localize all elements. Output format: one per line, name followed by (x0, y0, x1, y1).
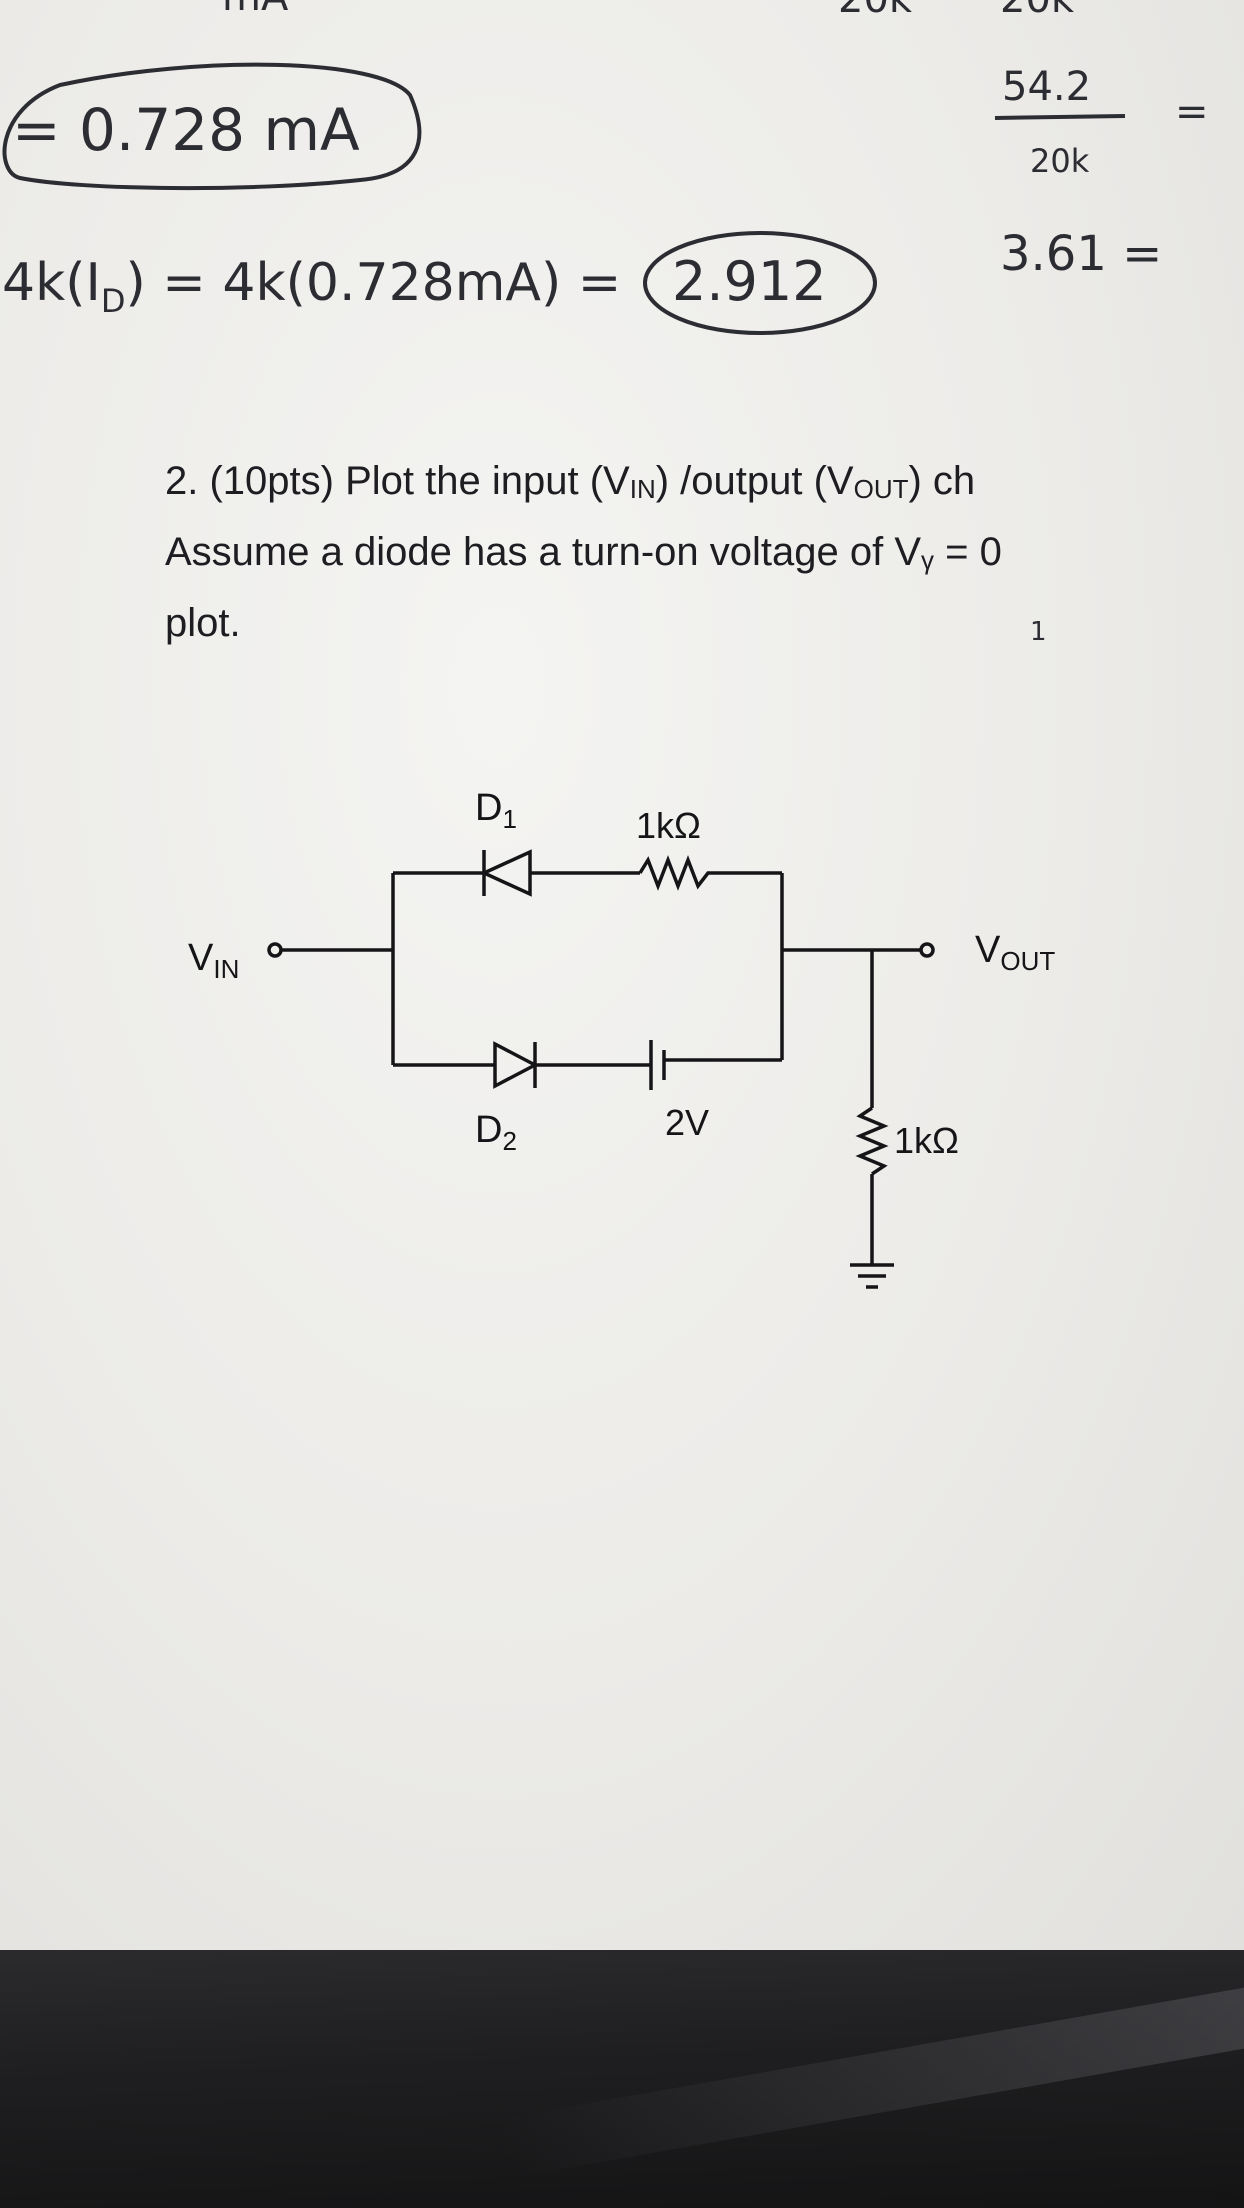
vin-label: VIN (188, 937, 239, 984)
hw-frac-bar (994, 114, 1126, 120)
hw-stray-mark: 1 (1030, 617, 1047, 647)
circuit-diagram: VIN VOUT D1 D2 1kΩ 2V 1kΩ (188, 787, 1055, 1289)
resistor-r2 (855, 1106, 889, 1176)
hw-frac-eq: = (1175, 89, 1209, 135)
vout-label: VOUT (975, 929, 1055, 976)
hw-frac-num: 54.2 (1002, 64, 1091, 110)
resistor-r1 (638, 855, 782, 891)
hw-circle-1 (2, 62, 422, 191)
battery-label: 2V (665, 1102, 709, 1143)
r1-label: 1kΩ (636, 805, 701, 846)
stray-mark-layer: 1 (1030, 617, 1047, 647)
hw-line-2-left: 4k(ID) = 4k(0.728mA) = (2, 253, 621, 320)
paper-sheet (0, 0, 1244, 1960)
hw-line-1: = 0.728 mA (12, 96, 360, 164)
d2-label: D2 (475, 1109, 517, 1156)
hw-top-scrap-3: 20k (1000, 0, 1075, 22)
diode-d2 (493, 1041, 539, 1089)
d1-label: D1 (475, 787, 517, 834)
handwritten-notes: mA 20k 20k = 0.728 mA 4k(ID) = 4k(0.728m… (2, 0, 1209, 335)
r2-label: 1kΩ (894, 1120, 959, 1161)
problem-statement: 2. (10pts) Plot the input (VIN) /output … (165, 450, 1244, 655)
vout-terminal (919, 942, 935, 958)
problem-points: (10pts) (209, 459, 334, 503)
hw-top-scrap-2: 20k (838, 0, 913, 22)
hw-circle-2 (643, 231, 877, 335)
problem-line-1: 2. (10pts) Plot the input (VIN) /output … (165, 459, 976, 504)
hw-top-scrap-1: mA (222, 0, 289, 20)
vin-terminal (267, 942, 283, 958)
problem-line-3: plot. (165, 601, 241, 645)
hw-line-2-result: 2.912 (672, 250, 827, 313)
problem-number: 2. (165, 459, 199, 503)
hw-frac-den: 20k (1030, 142, 1090, 180)
diode-d1 (479, 849, 532, 897)
problem-line-2: Assume a diode has a turn-on voltage of … (165, 530, 1002, 575)
hw-line-3: 3.61 = (1000, 226, 1162, 282)
